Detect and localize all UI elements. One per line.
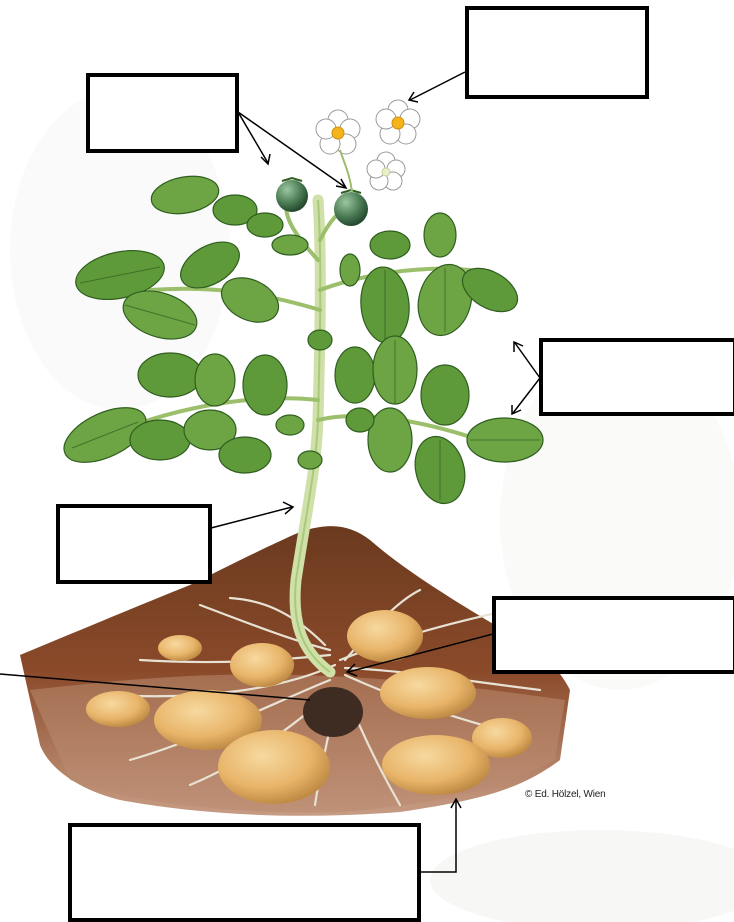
label-box-roots[interactable] <box>492 596 734 674</box>
copyright-credit: © Ed. Hölzel, Wien <box>525 789 605 800</box>
label-box-tubers[interactable] <box>68 823 421 922</box>
label-box-flower[interactable] <box>465 6 649 99</box>
label-box-fruit[interactable] <box>86 73 239 153</box>
mother-tuber <box>303 687 363 737</box>
label-box-leaves[interactable] <box>539 338 734 416</box>
label-box-stem[interactable] <box>56 504 212 584</box>
